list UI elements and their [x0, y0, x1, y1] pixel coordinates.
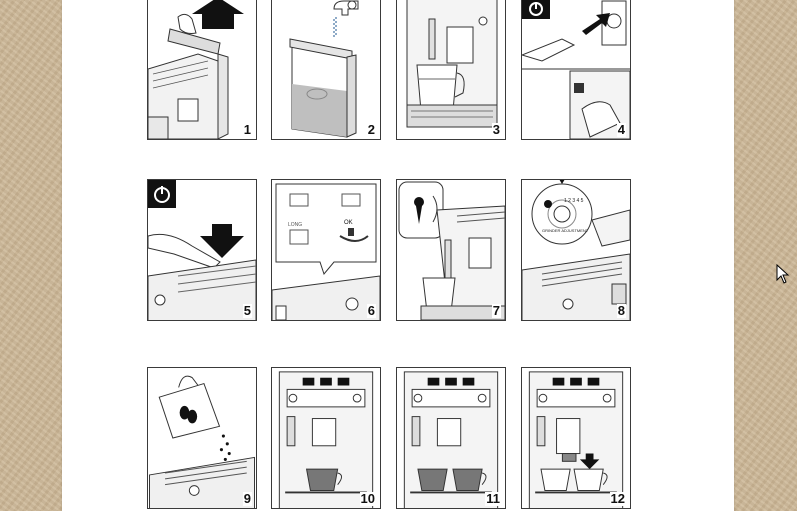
- step-number: 8: [616, 303, 626, 318]
- dial-numbers: 1 2 3 4 5: [564, 198, 584, 204]
- control-panel-illustration: OK LONG: [272, 183, 380, 320]
- step-panel-9: 9: [147, 367, 257, 509]
- step-number: 12: [609, 491, 626, 506]
- long-label: LONG: [288, 222, 302, 228]
- one-cup-illustration: [278, 371, 374, 508]
- fill-water-tank-illustration: [289, 0, 359, 138]
- step-number: 7: [491, 303, 501, 318]
- power-icon-bg: [522, 0, 550, 19]
- step-number: 6: [366, 303, 376, 318]
- grinder-adjustment-illustration: 1 2 3 4 5 GRINDER ADJUSTMENT: [522, 180, 630, 320]
- step-number: 3: [491, 122, 501, 137]
- dial-label: GRINDER ADJUSTMENT: [542, 228, 589, 233]
- step-number: 11: [485, 491, 501, 506]
- arrow-down-icon: [200, 224, 244, 258]
- steam-knob-illustration: [398, 181, 505, 320]
- add-coffee-beans-illustration: [149, 375, 255, 508]
- arrow-up-icon: [192, 0, 244, 29]
- step-panel-8: 1 2 3 4 5 GRINDER ADJUSTMENT 8: [521, 179, 631, 321]
- step-number: 5: [242, 303, 252, 318]
- adjust-spout-illustration: [528, 371, 624, 508]
- step-number: 9: [242, 491, 252, 506]
- plug-in-power-illustration: [522, 0, 630, 139]
- step-panel-10: 10: [271, 367, 381, 509]
- step-number: 4: [616, 122, 626, 137]
- step-number: 2: [366, 122, 376, 137]
- place-jug-illustration: [406, 0, 498, 128]
- arrow-down-icon: [579, 453, 600, 470]
- step-panel-2: 2: [271, 0, 381, 140]
- step-panel-11: 11: [396, 367, 506, 509]
- ok-label: OK: [344, 220, 353, 226]
- remove-water-tank-illustration: [148, 0, 244, 139]
- step-number: 10: [359, 491, 376, 506]
- step-panel-12: 12: [521, 367, 631, 509]
- step-number: 1: [242, 122, 252, 137]
- manual-page: 1 2 3: [62, 0, 734, 511]
- step-panel-5: 5: [147, 179, 257, 321]
- step-panel-3: 3: [396, 0, 506, 140]
- step-panel-4: 4: [521, 0, 631, 140]
- two-cups-illustration: [403, 371, 499, 508]
- step-panel-7: 7: [396, 179, 506, 321]
- arrow-right-icon: [582, 13, 610, 35]
- step-panel-1: 1: [147, 0, 257, 140]
- press-power-button-illustration: [148, 180, 256, 320]
- step-panel-6: OK LONG 6: [271, 179, 381, 321]
- mouse-cursor-icon: [776, 264, 790, 284]
